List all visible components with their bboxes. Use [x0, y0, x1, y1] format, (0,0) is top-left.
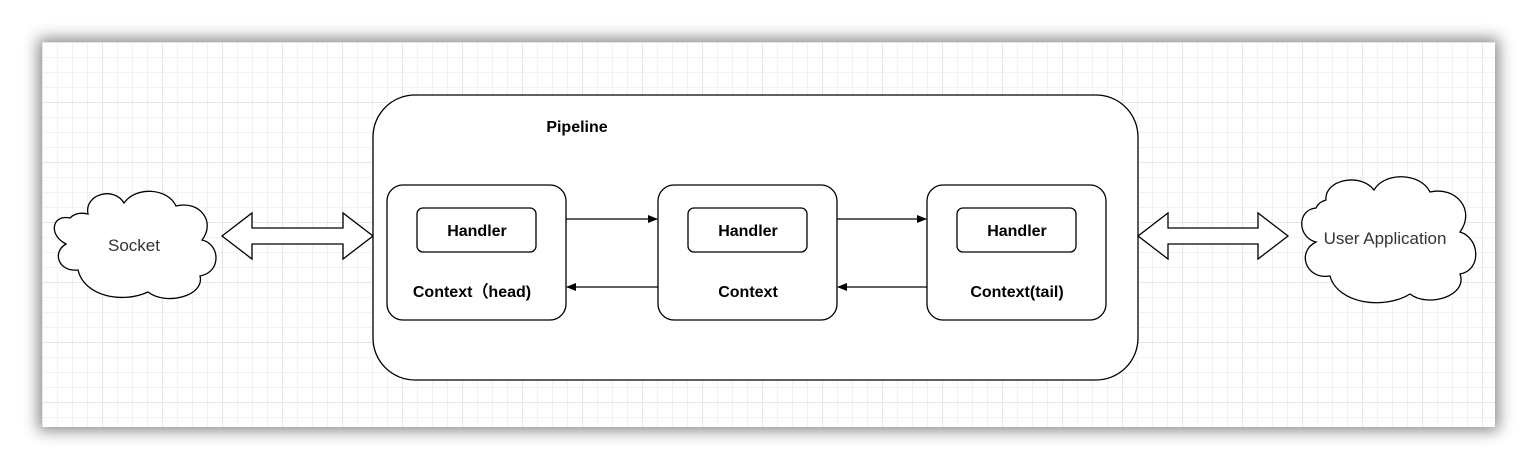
- pipeline-label: Pipeline: [546, 119, 607, 136]
- handler-box-middle[interactable]: [687, 207, 808, 253]
- context-label-tail: Context(tail): [970, 284, 1063, 301]
- user-application-label: User Application: [1324, 229, 1447, 248]
- context-tail-box[interactable]: Handler Context(tail): [926, 184, 1107, 321]
- socket-cloud[interactable]: Socket: [53, 190, 217, 300]
- handler-box-tail[interactable]: [956, 207, 1077, 253]
- socket-label: Socket: [108, 236, 160, 255]
- handler-label-middle: Handler: [718, 223, 778, 240]
- user-application-cloud[interactable]: User Application: [1301, 176, 1477, 304]
- pipeline-userapp-bidirectional-arrow: [1136, 211, 1290, 261]
- context-middle-box[interactable]: Handler Context: [657, 184, 838, 321]
- handler-box-head[interactable]: [416, 207, 537, 253]
- socket-pipeline-bidirectional-arrow: [220, 211, 375, 261]
- context-label-head: Context（head): [413, 283, 531, 301]
- context-head-box[interactable]: Handler Context（head): [386, 184, 567, 321]
- handler-label-tail: Handler: [987, 223, 1047, 240]
- handler-label-head: Handler: [447, 223, 507, 240]
- context-label-middle: Context: [718, 284, 778, 301]
